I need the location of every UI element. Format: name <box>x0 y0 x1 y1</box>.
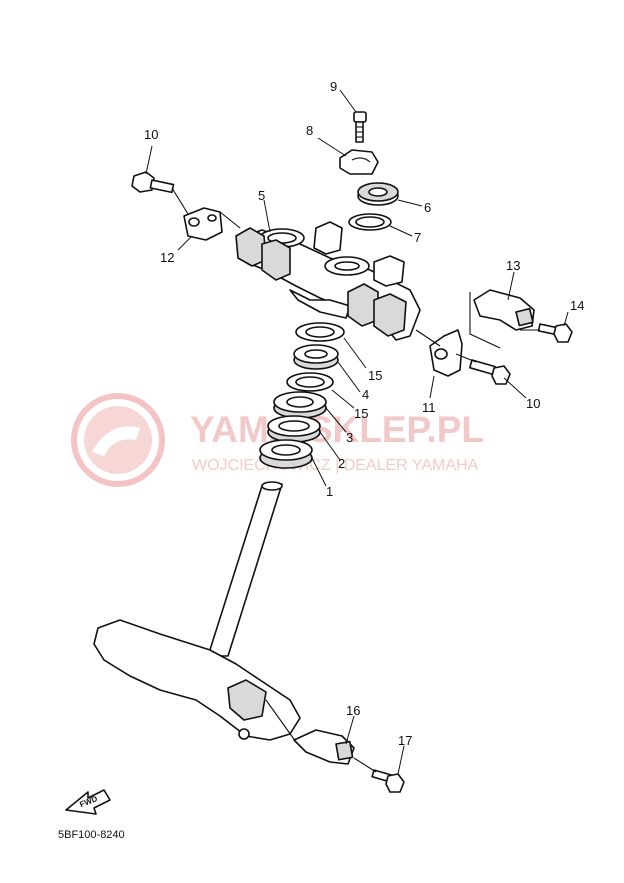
part-7-washer <box>348 213 392 231</box>
part-10-bolt-right <box>468 359 511 385</box>
part-1-seal <box>259 439 313 469</box>
part-code: 5BF100-8240 <box>58 829 125 841</box>
watermark-subtitle: WOJCIECHOWICZ | DEALER YAMAHA <box>192 457 479 474</box>
part-11-plate <box>429 329 463 377</box>
watermark-logo-icon <box>71 393 165 487</box>
callout-label: 12 <box>160 250 174 265</box>
lower-bracket-stem <box>93 481 301 741</box>
callout-label: 7 <box>414 230 421 245</box>
part-3-bearing <box>273 391 327 419</box>
part-12-bracket <box>183 207 223 241</box>
watermark-title: YAMA-SKLEP.PL <box>190 409 484 450</box>
part-15-washer-upper <box>295 322 345 342</box>
part-5-upper-bracket <box>235 221 421 341</box>
callout-label: 17 <box>398 733 412 748</box>
callout-label: 8 <box>306 123 313 138</box>
callout-label: 6 <box>424 200 431 215</box>
part-4-ring-nut <box>293 344 339 370</box>
callout-label: 15 <box>354 406 368 421</box>
callout-label: 4 <box>362 387 369 402</box>
watermark: YAMA-SKLEP.PL WOJCIECHOWICZ | DEALER YAM… <box>71 393 484 487</box>
part-9-bolt <box>353 111 367 143</box>
callout-label: 16 <box>346 703 360 718</box>
fwd-arrow-icon: FWD <box>65 789 111 815</box>
callout-label: 15 <box>368 368 382 383</box>
callout-label: 10 <box>526 396 540 411</box>
part-13-clamp <box>469 289 535 349</box>
part-2-bearing <box>267 415 321 443</box>
callout-label: 9 <box>330 79 337 94</box>
callout-label: 3 <box>346 430 353 445</box>
part-6-bushing <box>357 182 399 206</box>
leader-lines <box>145 89 569 775</box>
part-17-bolt <box>371 769 405 793</box>
callout-label: 1 <box>326 484 333 499</box>
callout-label: 14 <box>570 298 584 313</box>
part-14-bolt <box>537 323 573 343</box>
part-15-washer-lower <box>286 372 334 392</box>
callout-label: 5 <box>258 188 265 203</box>
callout-label: 13 <box>506 258 520 273</box>
part-10-bolt-left <box>131 171 175 194</box>
callout-label: 2 <box>338 456 345 471</box>
part-16-clamp <box>293 729 355 765</box>
part-8-holder <box>339 149 379 175</box>
callout-label: 11 <box>422 400 436 415</box>
callouts: 9 8 10 5 6 7 12 13 14 15 4 10 11 15 3 2 … <box>144 79 584 748</box>
callout-label: 10 <box>144 127 158 142</box>
